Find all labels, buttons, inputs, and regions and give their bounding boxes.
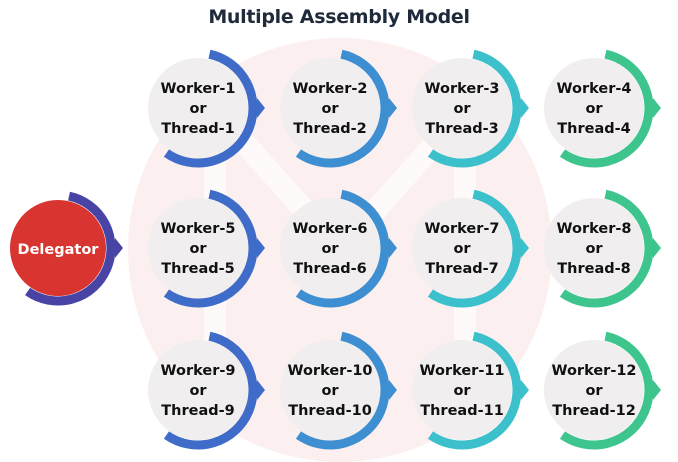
arrow-icon <box>389 238 397 258</box>
progress-arc <box>427 331 522 450</box>
progress-arc <box>25 191 116 306</box>
node-circle <box>412 58 512 158</box>
progress-arc <box>295 189 390 308</box>
arrow-icon <box>521 98 529 118</box>
progress-arc <box>559 49 654 168</box>
worker-label: Worker-5 <box>161 221 236 237</box>
arrow-icon <box>257 98 265 118</box>
progress-arc <box>295 49 390 168</box>
delegator-label: Delegator <box>18 242 100 258</box>
diagram-title: Multiple Assembly Model <box>208 6 470 28</box>
thread-label: Thread-3 <box>425 121 498 137</box>
node-circle <box>280 340 380 440</box>
arrow-icon <box>257 380 265 400</box>
worker-label: Worker-1 <box>161 81 236 97</box>
thread-label: Thread-4 <box>557 121 630 137</box>
arrow-icon <box>115 238 123 258</box>
worker-label: Worker-8 <box>557 221 632 237</box>
thread-label: Thread-10 <box>288 403 372 419</box>
arrow-icon <box>521 380 529 400</box>
arrow-icon <box>389 98 397 118</box>
progress-arc <box>427 189 522 308</box>
worker-label: Worker-6 <box>293 221 368 237</box>
thread-label: Thread-7 <box>425 261 498 277</box>
arrow-icon <box>389 380 397 400</box>
thread-label: Thread-6 <box>293 261 366 277</box>
progress-arc <box>559 189 654 308</box>
or-label: or <box>585 241 603 257</box>
progress-arc <box>559 331 654 450</box>
arrow-icon <box>653 98 661 118</box>
node-circle <box>544 58 644 158</box>
or-label: or <box>585 101 603 117</box>
or-label: or <box>189 101 207 117</box>
worker-label: Worker-3 <box>425 81 500 97</box>
progress-arc <box>427 49 522 168</box>
node-circle <box>148 198 248 298</box>
worker-label: Worker-2 <box>293 81 368 97</box>
worker-label: Worker-7 <box>425 221 500 237</box>
thread-label: Thread-1 <box>161 121 234 137</box>
or-label: or <box>189 383 207 399</box>
or-label: or <box>585 383 603 399</box>
or-label: or <box>321 241 339 257</box>
or-label: or <box>453 101 471 117</box>
progress-arc <box>163 189 258 308</box>
or-label: or <box>453 383 471 399</box>
worker-label: Worker-9 <box>161 363 236 379</box>
thread-label: Thread-12 <box>552 403 636 419</box>
thread-label: Thread-2 <box>293 121 366 137</box>
progress-arc <box>163 49 258 168</box>
thread-label: Thread-9 <box>161 403 234 419</box>
or-label: or <box>189 241 207 257</box>
progress-arc <box>295 331 390 450</box>
thread-label: Thread-8 <box>557 261 630 277</box>
node-circle <box>280 198 380 298</box>
node-circle <box>280 58 380 158</box>
node-circle <box>412 340 512 440</box>
worker-label: Worker-10 <box>287 363 372 379</box>
node-circle <box>10 200 106 296</box>
thread-label: Thread-11 <box>420 403 504 419</box>
or-label: or <box>321 383 339 399</box>
node-circle <box>148 58 248 158</box>
node-circle <box>148 340 248 440</box>
arrow-icon <box>257 238 265 258</box>
progress-arc <box>163 331 258 450</box>
worker-label: Worker-4 <box>557 81 632 97</box>
arrow-icon <box>653 238 661 258</box>
worker-label: Worker-12 <box>551 363 636 379</box>
or-label: or <box>453 241 471 257</box>
delegator-node: Delegator <box>10 191 123 306</box>
arrow-icon <box>521 238 529 258</box>
worker-label: Worker-11 <box>419 363 504 379</box>
arrow-icon <box>653 380 661 400</box>
thread-label: Thread-5 <box>161 261 234 277</box>
node-circle <box>544 340 644 440</box>
node-circle <box>544 198 644 298</box>
node-circle <box>412 198 512 298</box>
or-label: or <box>321 101 339 117</box>
